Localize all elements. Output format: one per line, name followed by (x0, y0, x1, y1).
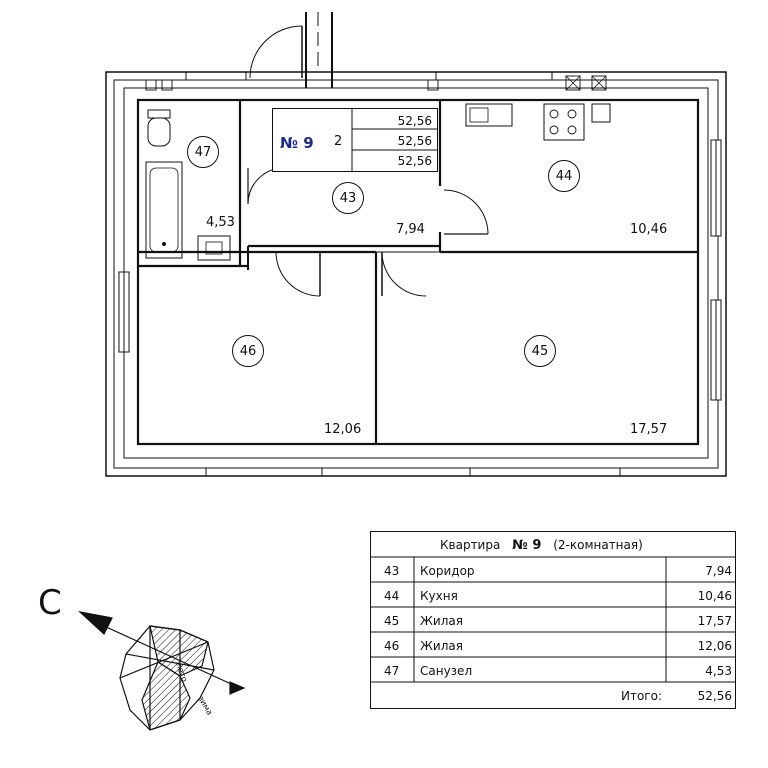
total-value: 52,56 (697, 689, 732, 703)
vent-3 (427, 79, 439, 91)
row-43-name: Коридор (420, 564, 475, 578)
room-45-area: 17,57 (630, 422, 668, 437)
kitchen-counter (591, 103, 611, 123)
table-grid (370, 531, 736, 709)
floor-plan: № 9 2 52,56 52,56 52,56 47 43 44 46 45 4… (105, 12, 727, 477)
vent-2 (161, 79, 173, 91)
row-43-number: 43 (384, 564, 400, 578)
total-area-1: 52,56 (397, 114, 432, 128)
badge-frame (272, 108, 438, 172)
room45-door-swing (381, 251, 427, 297)
vent-1 (145, 79, 157, 91)
kitchen-sink (465, 103, 513, 127)
winter-label: зима (196, 695, 214, 717)
bath-sink (197, 235, 231, 261)
explication-table: Квартира № 9 (2-комнатная) 43 Коридор 7,… (370, 531, 736, 709)
total-label: Итого: (621, 689, 662, 703)
row-46-number: 46 (384, 639, 400, 653)
table-header: Квартира № 9 (2-комнатная) (440, 538, 643, 553)
row-46-name: Жилая (420, 639, 463, 653)
kitchen-door-swing (443, 189, 489, 235)
total-area-3: 52,56 (397, 154, 432, 168)
vent-5 (591, 75, 607, 91)
bathtub (145, 161, 183, 259)
kitchen-stove (543, 103, 585, 141)
row-45-name: Жилая (420, 614, 463, 628)
total-area-2: 52,56 (397, 134, 432, 148)
header-prefix: Квартира (440, 538, 501, 552)
row-47-area: 4,53 (705, 664, 732, 678)
row-45-number: 45 (384, 614, 400, 628)
header-suffix: (2-комнатная) (553, 538, 643, 552)
room-46-area: 12,06 (324, 422, 362, 437)
room-47-area: 4,53 (206, 215, 235, 230)
outer-wall-outer (105, 71, 727, 477)
room-43-number: 43 (332, 182, 364, 214)
apartment-badge: № 9 2 52,56 52,56 52,56 (272, 108, 438, 172)
north-arrow-head (78, 611, 113, 635)
room-46-number: 46 (232, 335, 264, 367)
row-43-area: 7,94 (705, 564, 732, 578)
room-count: 2 (334, 134, 343, 149)
row-44-name: Кухня (420, 589, 458, 603)
room-45-number: 45 (524, 335, 556, 367)
row-46-area: 12,06 (697, 639, 732, 653)
vent-4 (565, 75, 581, 91)
toilet (147, 117, 171, 147)
apartment-number: № 9 (280, 134, 314, 152)
room-47-number: 47 (187, 136, 219, 168)
row-44-number: 44 (384, 589, 400, 603)
north-letter: С (38, 583, 62, 623)
interior-boundary (136, 98, 700, 446)
row-47-name: Санузел (420, 664, 473, 678)
row-45-area: 17,57 (697, 614, 732, 628)
bath-door-swing (247, 167, 285, 205)
entrance-door-swing (249, 25, 303, 79)
room-44-area: 10,46 (630, 222, 668, 237)
row-44-area: 10,46 (697, 589, 732, 603)
room-44-number: 44 (548, 160, 580, 192)
header-number: № 9 (512, 538, 542, 553)
floor-plan-drawing (105, 12, 727, 477)
compass-wind-rose: зима лето (78, 611, 246, 731)
outer-wall-middle (113, 79, 719, 469)
row-47-number: 47 (384, 664, 400, 678)
room46-door-swing (275, 251, 321, 297)
room-43-area: 7,94 (396, 222, 425, 237)
